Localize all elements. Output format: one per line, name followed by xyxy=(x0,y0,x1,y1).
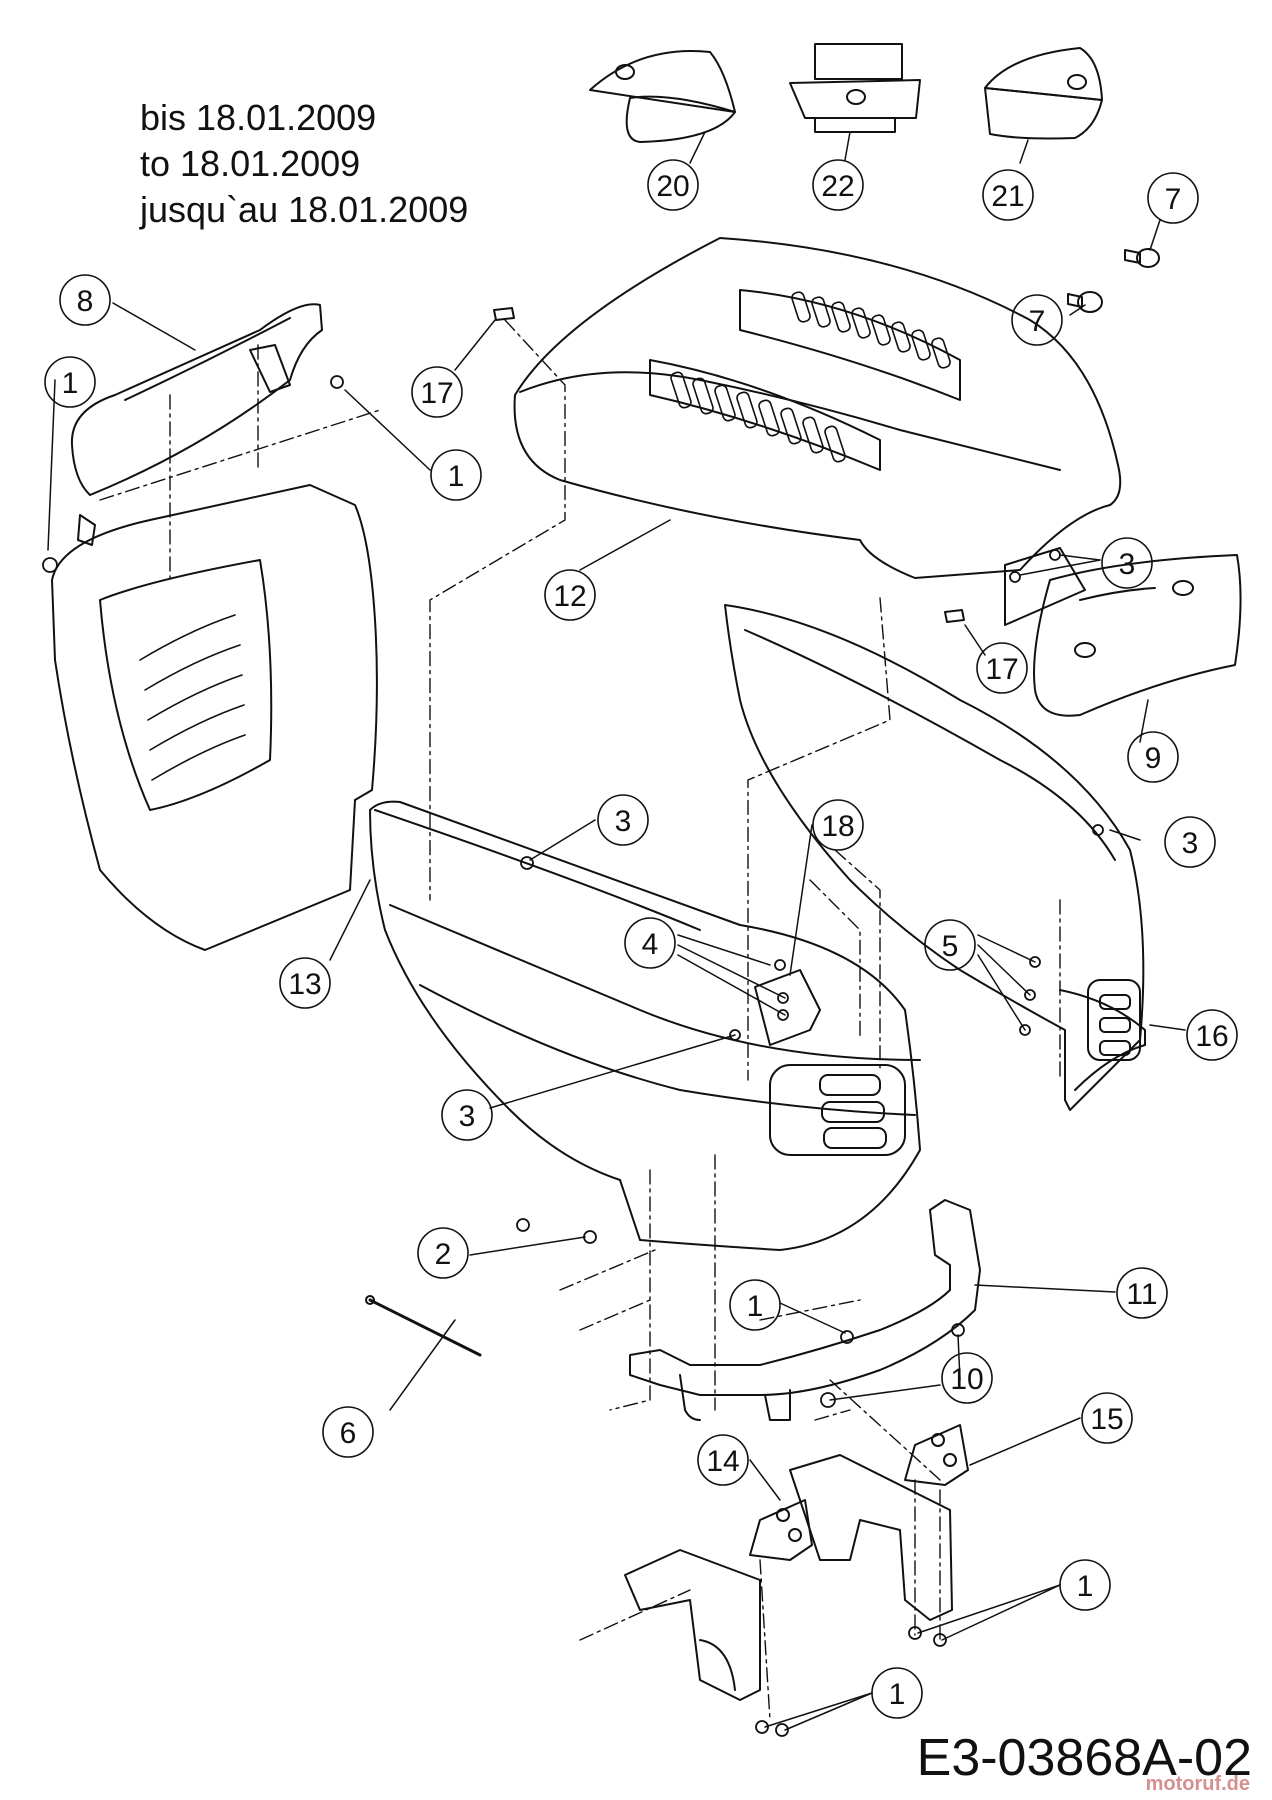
callout-4: 4 xyxy=(624,917,676,969)
callout-15: 15 xyxy=(1081,1392,1133,1444)
callouts: 20 22 21 7 7 8 1 1 17 12 3 17 9 3 18 3 1… xyxy=(44,159,1238,1719)
part-left-support-bracket xyxy=(624,1549,761,1701)
svg-text:3: 3 xyxy=(459,1100,476,1133)
svg-text:5: 5 xyxy=(942,930,959,963)
callout-3b: 3 xyxy=(597,794,649,846)
svg-text:2: 2 xyxy=(435,1238,452,1271)
callout-18: 18 xyxy=(812,799,864,851)
svg-text:16: 16 xyxy=(1195,1020,1228,1053)
callout-6: 6 xyxy=(322,1406,374,1458)
svg-text:11: 11 xyxy=(1126,1278,1157,1311)
callout-3d: 3 xyxy=(441,1089,493,1141)
svg-text:1: 1 xyxy=(62,367,79,400)
callout-9: 9 xyxy=(1127,731,1179,783)
watermark-logo: motoruf.de xyxy=(1145,1773,1250,1795)
svg-text:4: 4 xyxy=(642,928,659,961)
callout-11: 11 xyxy=(1116,1267,1168,1319)
callout-16: 16 xyxy=(1186,1009,1238,1061)
part-22-cover xyxy=(789,43,921,133)
callout-17b: 17 xyxy=(976,642,1028,694)
svg-text:18: 18 xyxy=(821,810,854,843)
svg-text:13: 13 xyxy=(288,968,321,1001)
svg-text:20: 20 xyxy=(656,170,689,203)
part-14-hinge xyxy=(749,1499,813,1561)
callout-8: 8 xyxy=(59,274,111,326)
svg-text:9: 9 xyxy=(1145,742,1162,775)
part-9-panel xyxy=(1033,554,1242,717)
callout-1a: 1 xyxy=(44,356,96,408)
svg-text:12: 12 xyxy=(553,580,586,613)
part-11-frame-bracket xyxy=(629,1199,981,1421)
date-line-german: bis 18.01.2009 xyxy=(140,97,377,138)
callout-3c: 3 xyxy=(1164,816,1216,868)
callout-14: 14 xyxy=(697,1434,749,1486)
callout-10: 10 xyxy=(941,1352,993,1404)
callout-1c: 1 xyxy=(729,1279,781,1331)
svg-text:17: 17 xyxy=(420,377,453,410)
svg-text:7: 7 xyxy=(1165,183,1182,216)
svg-text:3: 3 xyxy=(615,805,632,838)
callout-2: 2 xyxy=(417,1227,469,1279)
drawing-code: E3-03868A-02 xyxy=(916,1729,1252,1787)
svg-text:1: 1 xyxy=(448,460,465,493)
svg-text:3: 3 xyxy=(1119,548,1136,581)
part-bracket-hood xyxy=(1004,547,1086,626)
callout-17a: 17 xyxy=(411,366,463,418)
svg-text:21: 21 xyxy=(991,180,1024,213)
part-18-bracket xyxy=(754,969,821,1046)
alignment-lines xyxy=(99,319,1061,1721)
callout-3a: 3 xyxy=(1101,537,1153,589)
part-12-hood xyxy=(513,237,1122,579)
part-21-cover xyxy=(984,47,1103,140)
date-line-english: to 18.01.2009 xyxy=(140,143,361,184)
part-right-support-bracket xyxy=(789,1454,953,1621)
part-8-dash-cover xyxy=(70,303,323,546)
part-7-knob-a xyxy=(1124,248,1160,268)
part-17-clip-a xyxy=(493,307,515,321)
svg-text:15: 15 xyxy=(1090,1403,1123,1436)
svg-text:1: 1 xyxy=(1077,1570,1094,1603)
svg-text:17: 17 xyxy=(985,653,1018,686)
callout-7a: 7 xyxy=(1147,172,1199,224)
callout-1b: 1 xyxy=(430,449,482,501)
part-6-cable-tie xyxy=(365,1295,482,1357)
leader-lines xyxy=(47,131,1186,1731)
callout-13: 13 xyxy=(279,957,331,1009)
part-15-hinge xyxy=(904,1424,969,1486)
part-13-front-panel xyxy=(369,800,921,1251)
callout-7b: 7 xyxy=(1011,294,1063,346)
svg-text:1: 1 xyxy=(747,1290,764,1323)
callout-20: 20 xyxy=(647,159,699,211)
callout-12: 12 xyxy=(544,569,596,621)
date-line-french: jusqu`au 18.01.2009 xyxy=(140,189,469,230)
callout-5: 5 xyxy=(924,919,976,971)
svg-text:1: 1 xyxy=(889,1678,906,1711)
part-side-panel xyxy=(724,604,1146,1111)
part-17-clip-b xyxy=(944,609,965,623)
callout-21: 21 xyxy=(982,169,1034,221)
callout-22: 22 xyxy=(812,159,864,211)
part-7-knob-b xyxy=(1067,291,1103,313)
callout-1e: 1 xyxy=(871,1667,923,1719)
svg-text:7: 7 xyxy=(1029,305,1046,338)
part-dash-panel xyxy=(51,484,378,951)
svg-text:8: 8 xyxy=(77,285,94,318)
svg-text:6: 6 xyxy=(340,1417,357,1450)
svg-text:10: 10 xyxy=(950,1363,983,1396)
callout-1d: 1 xyxy=(1059,1559,1111,1611)
svg-text:3: 3 xyxy=(1182,827,1199,860)
part-20-cover xyxy=(589,50,736,143)
svg-text:22: 22 xyxy=(821,170,854,203)
svg-text:14: 14 xyxy=(706,1445,739,1478)
